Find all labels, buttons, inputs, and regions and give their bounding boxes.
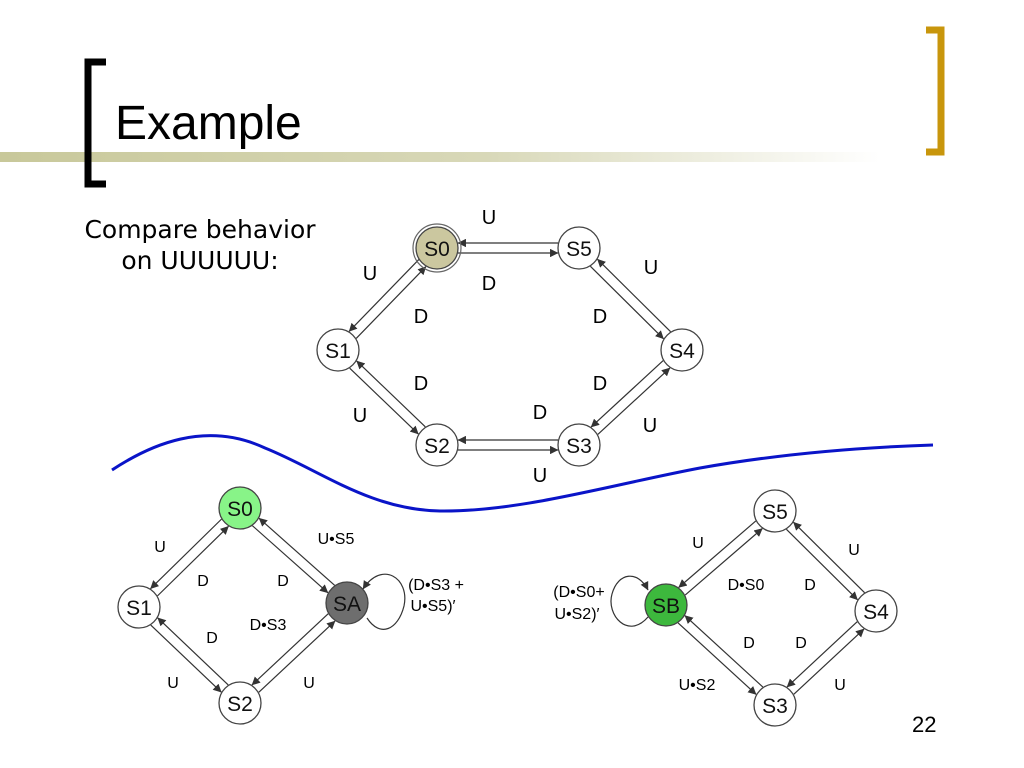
- bl-label-s2-s1: D: [206, 630, 218, 647]
- top-label-s0-s1: U: [363, 263, 377, 285]
- top-label-s2-s1: D: [414, 373, 428, 395]
- edge-top-s1-s2: [349, 367, 419, 435]
- br-label-s3-s4: U: [834, 677, 846, 694]
- edge-bl-s2-s1: [157, 617, 229, 686]
- edge-top-s4-s5: [597, 258, 672, 333]
- br-s5-circle: [753, 489, 797, 533]
- edge-br-s3-sb: [684, 615, 764, 688]
- br-sb-label: SB: [652, 595, 680, 618]
- top-s4-label: S4: [669, 340, 695, 363]
- edge-br-sb-s5: [684, 528, 763, 596]
- br-label-s4-s3: D: [795, 635, 807, 652]
- subtitle: Compare behavior on UUUUUU:: [70, 214, 330, 276]
- br-label-s4-s5: U: [848, 542, 860, 559]
- bl-s1-circle: [117, 585, 161, 629]
- br-label-sb-s3: U•S2: [679, 677, 716, 694]
- top-s0-outer-ring: [412, 223, 462, 273]
- top-s3-circle: [557, 423, 601, 467]
- edge-br-s5-sb: [678, 520, 757, 588]
- top-label-s3-s4: U: [643, 415, 657, 437]
- bl-label-s1-s2: U: [167, 675, 179, 692]
- top-s2-label: S2: [424, 435, 450, 458]
- top-s1-circle: [316, 328, 360, 372]
- bl-label-s1-s0: D: [197, 573, 209, 590]
- bl-label-sa-s2: D•S3: [250, 617, 287, 634]
- edge-bl-sa-s0: [258, 517, 336, 586]
- edge-top-s2-s1: [356, 360, 426, 428]
- edge-bl-s2-sa: [258, 620, 336, 693]
- br-label-s5-s4: D: [804, 577, 816, 594]
- top-label-s5-s4: D: [593, 306, 607, 328]
- top-s3-label: S3: [566, 435, 592, 458]
- top-s0-circle: [415, 226, 459, 270]
- edge-br-s4-s3: [786, 621, 858, 688]
- bl-s0-label: S0: [227, 498, 253, 521]
- bl-s2-circle: [218, 681, 262, 725]
- bl-s0-circle: [218, 486, 262, 530]
- bl-s1-label: S1: [126, 597, 152, 620]
- br-s5-label: S5: [762, 501, 788, 524]
- br-label-sb-s5: D•S0: [728, 577, 765, 594]
- bl-sa-label: SA: [333, 593, 361, 616]
- bl-s2-label: S2: [227, 693, 253, 716]
- bl-label-sa-self-1: (D•S3 +: [408, 577, 464, 594]
- edge-bl-s0-sa: [251, 525, 329, 594]
- edge-br-sb-self-loop: [610, 575, 649, 627]
- top-s0-label: S0: [424, 238, 450, 261]
- edge-br-s4-s5: [793, 521, 866, 594]
- subtitle-line-2: on UUUUUU:: [121, 246, 279, 275]
- br-s4-label: S4: [863, 601, 889, 624]
- edge-bl-s0-s1: [150, 518, 222, 590]
- edge-top-s0-s1: [348, 259, 420, 332]
- bl-label-s0-sa: D: [277, 573, 289, 590]
- top-label-s0-s5: D: [482, 273, 496, 295]
- edge-bl-s1-s0: [157, 525, 229, 597]
- top-label-s5-s0: U: [482, 207, 496, 229]
- top-s5-label: S5: [566, 238, 592, 261]
- left-bracket: [84, 58, 106, 188]
- edge-bl-sa-s2: [251, 613, 329, 686]
- br-s3-label: S3: [762, 695, 788, 718]
- right-bracket: [926, 26, 945, 156]
- top-label-s2-s3: U: [533, 465, 547, 487]
- edge-bl-sa-self-loop: [362, 573, 406, 630]
- bl-label-s0-s1: U: [154, 539, 166, 556]
- top-label-s4-s3: D: [593, 373, 607, 395]
- br-sb-circle: [644, 583, 688, 627]
- bl-sa-circle: [325, 581, 369, 625]
- br-s3-circle: [753, 683, 797, 727]
- page-number: 22: [912, 712, 937, 737]
- edge-top-s4-s3: [590, 360, 664, 428]
- bl-label-sa-s0: U•S5: [318, 531, 355, 548]
- top-label-s1-s0: D: [414, 306, 428, 328]
- edge-br-sb-s3: [677, 622, 757, 695]
- top-s5-circle: [557, 226, 601, 270]
- br-label-s5-sb: U: [692, 535, 704, 552]
- br-label-s3-sb: D: [743, 635, 755, 652]
- title-underline-bar: [0, 152, 880, 162]
- bl-label-s2-sa: U: [303, 675, 315, 692]
- edge-br-s5-s4: [785, 528, 858, 601]
- bl-label-sa-self-2: U•S5)′: [410, 598, 455, 615]
- br-label-sb-self-2: U•S2)′: [554, 606, 599, 623]
- top-label-s1-s2: U: [353, 405, 367, 427]
- top-s2-circle: [415, 423, 459, 467]
- top-s1-label: S1: [325, 340, 351, 363]
- edge-top-s5-s4: [589, 265, 664, 340]
- subtitle-line-1: Compare behavior: [84, 215, 316, 244]
- br-s4-circle: [854, 589, 898, 633]
- top-label-s4-s5: U: [644, 257, 658, 279]
- top-label-s3-s2: D: [533, 402, 547, 424]
- edge-top-s3-s4: [597, 367, 671, 435]
- page-title: Example: [115, 97, 302, 150]
- edge-bl-s1-s2: [150, 624, 222, 693]
- br-label-sb-self-1: (D•S0+: [553, 584, 604, 601]
- edge-br-s3-s4: [793, 628, 865, 695]
- divider-curve: [111, 434, 934, 513]
- top-s4-circle: [660, 328, 704, 372]
- edge-top-s1-s0: [355, 266, 427, 339]
